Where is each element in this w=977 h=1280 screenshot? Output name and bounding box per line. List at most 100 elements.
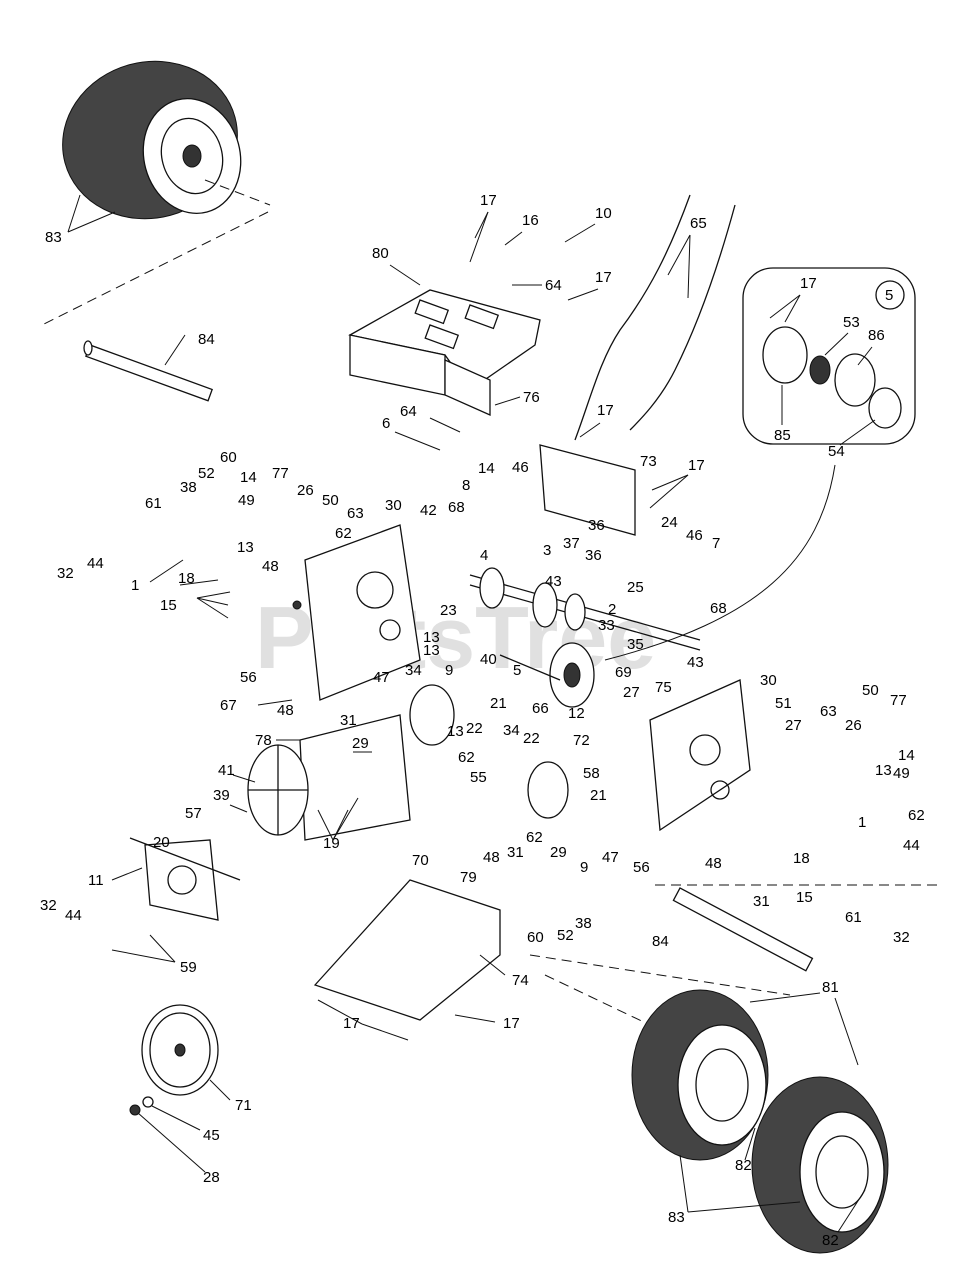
callout: 82: [735, 1157, 752, 1174]
callout: 31: [507, 844, 524, 861]
callout: 56: [633, 859, 650, 876]
callout: 1: [131, 577, 139, 594]
callout: 76: [523, 389, 540, 406]
callout: 17: [343, 1015, 360, 1032]
callout: 20: [153, 834, 170, 851]
callout: 80: [372, 245, 389, 262]
callout: 82: [822, 1232, 839, 1249]
callout: 15: [160, 597, 177, 614]
callout: 77: [272, 465, 289, 482]
wheel-top-left: [62, 60, 242, 220]
callout: 13: [423, 642, 440, 659]
callout: 48: [262, 558, 279, 575]
left-side-plate: [292, 524, 421, 701]
callout: 52: [198, 465, 215, 482]
callout: 48: [705, 855, 722, 872]
callout: 25: [627, 579, 644, 596]
shift-cable-2: [629, 204, 736, 431]
callout: 84: [198, 331, 215, 348]
callout: 17: [800, 275, 817, 292]
callout: 10: [595, 205, 612, 222]
callout: 43: [545, 573, 562, 590]
callout: 74: [512, 972, 529, 989]
callout: 30: [385, 497, 402, 514]
callout: 2: [608, 601, 616, 618]
callout: 21: [590, 787, 607, 804]
callout: 46: [686, 527, 703, 544]
callout: 35: [627, 636, 644, 653]
callout: 41: [218, 762, 235, 779]
callout: 44: [65, 907, 82, 924]
callout: 26: [297, 482, 314, 499]
callout: 83: [668, 1209, 685, 1226]
callout: 77: [890, 692, 907, 709]
callout: 1: [858, 814, 866, 831]
callout: 30: [760, 672, 777, 689]
callout: 32: [57, 565, 74, 582]
callout: 31: [340, 712, 357, 729]
callout: 36: [585, 547, 602, 564]
callout: 68: [448, 499, 465, 516]
callout: 38: [575, 915, 592, 932]
callout: 7: [712, 535, 720, 552]
callout: 3: [543, 542, 551, 559]
callout: 14: [240, 469, 257, 486]
callout: 62: [908, 807, 925, 824]
callout: 29: [550, 844, 567, 861]
callout: 29: [352, 735, 369, 752]
callout: 16: [522, 212, 539, 229]
callout: 24: [661, 514, 678, 531]
callout: 62: [526, 829, 543, 846]
callout: 34: [405, 662, 422, 679]
callout: 62: [458, 749, 475, 766]
callout: 17: [480, 192, 497, 209]
callout: 75: [655, 679, 672, 696]
callout: 72: [573, 732, 590, 749]
plate-74: [313, 879, 501, 1021]
callout: 84: [652, 933, 669, 950]
callout: 17: [688, 457, 705, 474]
callout: 47: [602, 849, 619, 866]
callout: 68: [710, 600, 727, 617]
callout: 83: [45, 229, 62, 246]
callout: 86: [868, 327, 885, 344]
callout: 42: [420, 502, 437, 519]
callout: 13: [447, 723, 464, 740]
callout: 28: [203, 1169, 220, 1186]
callout: 27: [785, 717, 802, 734]
callout: 22: [466, 720, 483, 737]
callout: 13: [423, 629, 440, 646]
callout: 14: [478, 460, 495, 477]
callout: 17: [595, 269, 612, 286]
callout: 56: [240, 669, 257, 686]
callout-labels: 17 16 10 65 80 64 17 84 83 76 64 6 14 17…: [40, 192, 925, 1249]
callout: 45: [203, 1127, 220, 1144]
callout: 60: [220, 449, 237, 466]
callout: 17: [503, 1015, 520, 1032]
callout: 27: [623, 684, 640, 701]
callout: 37: [563, 535, 580, 552]
callout: 13: [875, 762, 892, 779]
callout: 21: [490, 695, 507, 712]
callout: 33: [598, 617, 615, 634]
callout: 44: [903, 837, 920, 854]
callout: 57: [185, 805, 202, 822]
callout: 31: [753, 893, 770, 910]
callout: 66: [532, 700, 549, 717]
inset-badge: 5: [885, 287, 893, 304]
callout: 6: [382, 415, 390, 432]
shift-cable: [574, 194, 691, 441]
callout: 51: [775, 695, 792, 712]
callout: 70: [412, 852, 429, 869]
callout: 49: [238, 492, 255, 509]
right-side-plate: [649, 679, 751, 832]
callout: 17: [597, 402, 614, 419]
callout: 14: [898, 747, 915, 764]
inset-leader: [604, 464, 836, 661]
callout: 61: [145, 495, 162, 512]
callout: 13: [237, 539, 254, 556]
pulley-71: [129, 1004, 219, 1116]
callout: 52: [557, 927, 574, 944]
wheel-bottom-right: [751, 1076, 889, 1254]
